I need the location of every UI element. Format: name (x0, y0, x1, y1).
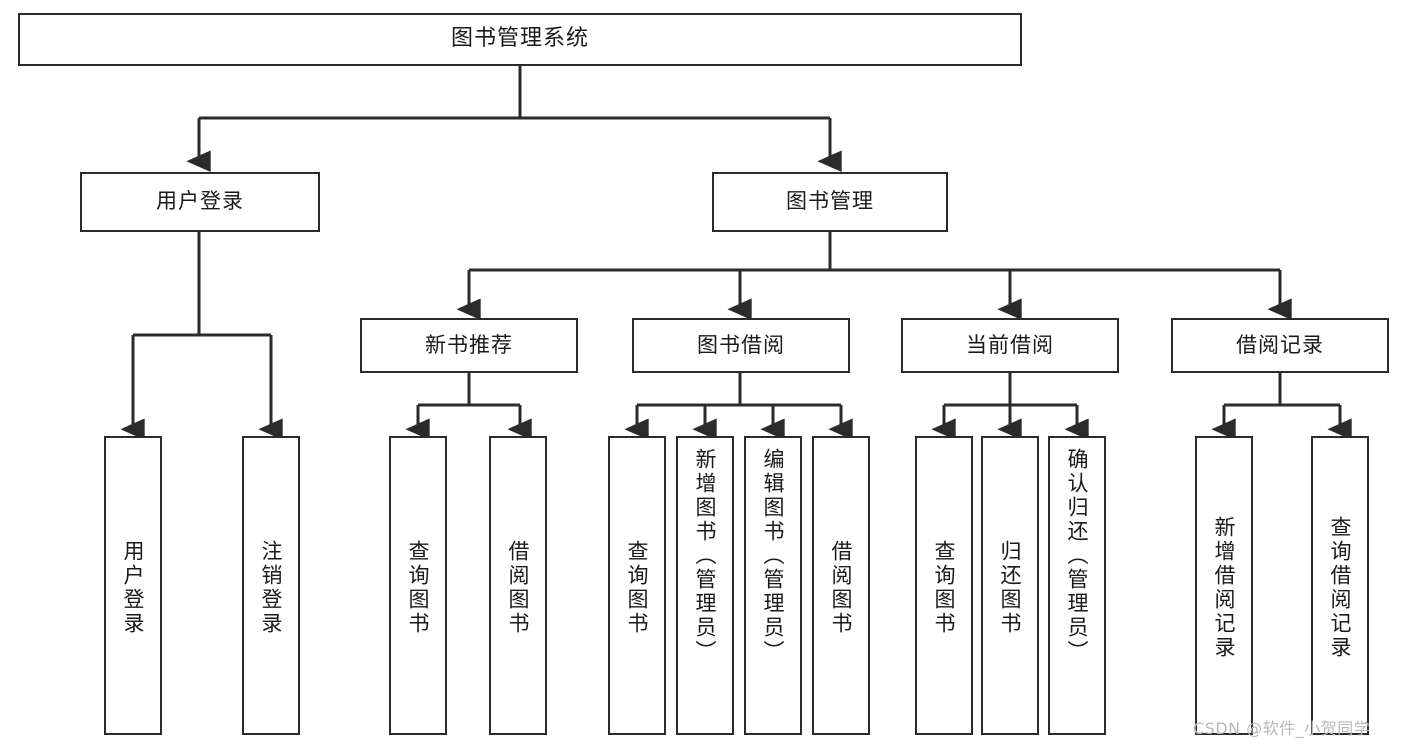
leaf-body: 查询图书 (610, 442, 664, 733)
leaf-body: 查询图书 (917, 442, 971, 733)
leaf-borrow-book-recommend[interactable]: 借阅图书 (489, 436, 547, 735)
leaf-add-borrow-record[interactable]: 新增借阅记录 (1195, 436, 1253, 735)
node-borrow-records[interactable]: 借阅记录 (1171, 318, 1389, 373)
node-book-borrow[interactable]: 图书借阅 (632, 318, 850, 373)
leaf-query-borrow-record[interactable]: 查询借阅记录 (1311, 436, 1369, 735)
node-label: 借阅记录 (1236, 332, 1324, 357)
leaf-confirm-return-admin[interactable]: 确认归还（管理员） (1048, 436, 1106, 735)
leaf-borrow-book[interactable]: 借阅图书 (812, 436, 870, 735)
leaf-label: 新增借阅记录 (1212, 515, 1237, 660)
node-label: 用户登录 (156, 189, 244, 214)
node-user-login[interactable]: 用户登录 (80, 172, 320, 232)
leaf-label: 确认归还（管理员） (1065, 448, 1090, 664)
leaf-add-book-admin[interactable]: 新增图书（管理员） (676, 436, 734, 735)
leaf-label: 查询图书 (932, 539, 957, 636)
leaf-body: 用户登录 (106, 442, 160, 733)
node-current-borrow[interactable]: 当前借阅 (901, 318, 1119, 373)
leaf-body: 注销登录 (244, 442, 298, 733)
watermark-text: CSDN @软件_小贺同学 (1193, 719, 1371, 738)
leaf-label: 借阅图书 (829, 539, 854, 636)
leaf-body: 查询借阅记录 (1313, 442, 1367, 733)
node-label: 新书推荐 (425, 332, 513, 357)
leaf-edit-book-admin[interactable]: 编辑图书（管理员） (744, 436, 802, 735)
leaf-label: 查询借阅记录 (1328, 515, 1353, 660)
node-book-management[interactable]: 图书管理 (712, 172, 948, 232)
node-label: 当前借阅 (966, 332, 1054, 357)
node-root-system[interactable]: 图书管理系统 (18, 13, 1022, 66)
leaf-body: 查询图书 (391, 442, 445, 733)
leaf-query-book-borrow[interactable]: 查询图书 (608, 436, 666, 735)
leaf-label: 查询图书 (406, 539, 431, 636)
leaf-body: 确认归还（管理员） (1050, 442, 1104, 733)
leaf-query-book-recommend[interactable]: 查询图书 (389, 436, 447, 735)
node-label: 图书管理系统 (450, 26, 589, 52)
leaf-query-book-current[interactable]: 查询图书 (915, 436, 973, 735)
node-new-book-recommend[interactable]: 新书推荐 (360, 318, 578, 373)
leaf-label: 用户登录 (121, 539, 146, 636)
leaf-user-login[interactable]: 用户登录 (104, 436, 162, 735)
leaf-body: 归还图书 (983, 442, 1037, 733)
leaf-label: 注销登录 (259, 539, 284, 636)
leaf-label: 查询图书 (625, 539, 650, 636)
leaf-body: 借阅图书 (814, 442, 868, 733)
leaf-body: 新增借阅记录 (1197, 442, 1251, 733)
leaf-body: 新增图书（管理员） (678, 442, 732, 733)
leaf-body: 编辑图书（管理员） (746, 442, 800, 733)
leaf-label: 归还图书 (998, 539, 1023, 636)
leaf-label: 借阅图书 (506, 539, 531, 636)
node-label: 图书借阅 (697, 332, 785, 357)
leaf-return-book[interactable]: 归还图书 (981, 436, 1039, 735)
leaf-label: 编辑图书（管理员） (761, 448, 786, 664)
node-label: 图书管理 (786, 189, 874, 214)
leaf-label: 新增图书（管理员） (693, 448, 718, 664)
leaf-logout[interactable]: 注销登录 (242, 436, 300, 735)
leaf-body: 借阅图书 (491, 442, 545, 733)
